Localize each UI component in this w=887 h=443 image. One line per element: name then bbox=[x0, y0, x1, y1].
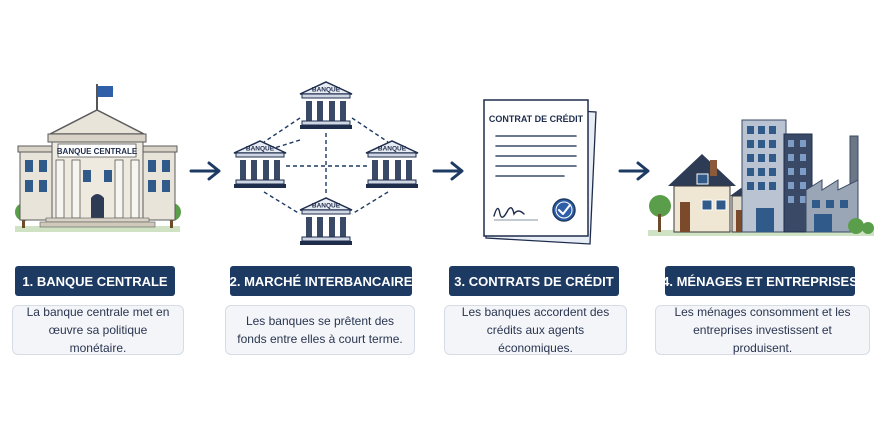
step-label-interbank-market: 2. MARCHÉ INTERBANCAIRE bbox=[230, 266, 412, 296]
bank-sign-right: BANQUE bbox=[378, 146, 407, 153]
signature-mark bbox=[493, 207, 525, 218]
bank-sign-bottom: BANQUE bbox=[312, 203, 341, 210]
step-label-credit-contracts: 3. CONTRATS DE CRÉDIT bbox=[449, 266, 619, 296]
step-description-households-businesses: Les ménages consomment et les entreprise… bbox=[655, 305, 870, 355]
contract-title: CONTRAT DE CRÉDIT bbox=[489, 114, 584, 124]
bank-sign-left: BANQUE bbox=[246, 146, 275, 153]
desc-line: œuvre sa politique monétaire. bbox=[48, 323, 148, 355]
central-bank-illustration: BANQUE CENTRALE bbox=[15, 84, 181, 232]
desc-line: entreprises investissent et produisent. bbox=[693, 323, 832, 355]
flow-arrow-3 bbox=[618, 161, 650, 181]
desc-line: La banque centrale met en bbox=[26, 305, 170, 319]
step-label-central-bank: 1. BANQUE CENTRALE bbox=[15, 266, 175, 296]
flow-arrow-1 bbox=[189, 161, 221, 181]
households-businesses-illustration bbox=[648, 119, 874, 236]
desc-line: crédits aux agents économiques. bbox=[486, 323, 585, 355]
step-description-interbank-market: Les banques se prêtent des fonds entre e… bbox=[225, 305, 415, 355]
credit-contract-illustration: CONTRAT DE CRÉDIT bbox=[483, 99, 597, 245]
check-icon bbox=[558, 204, 571, 215]
step-description-credit-contracts: Les banques accordent des crédits aux ag… bbox=[444, 305, 627, 355]
step-description-central-bank: La banque centrale met en œuvre sa polit… bbox=[12, 305, 184, 355]
bank-sign-top: BANQUE bbox=[312, 87, 341, 94]
desc-line: Les banques se prêtent des bbox=[245, 314, 395, 328]
desc-line: Les ménages consomment et les bbox=[674, 305, 851, 319]
desc-line: fonds entre elles à court terme. bbox=[237, 332, 403, 346]
desc-line: Les banques accordent des bbox=[461, 305, 610, 319]
step-label-households-businesses: 4. MÉNAGES ET ENTREPRISES bbox=[662, 266, 858, 296]
interbank-network-illustration: BANQUE BANQUE BANQUE BANQUE bbox=[233, 81, 419, 246]
central-bank-sign: BANQUE CENTRALE bbox=[57, 147, 138, 156]
flow-arrow-2 bbox=[432, 161, 464, 181]
